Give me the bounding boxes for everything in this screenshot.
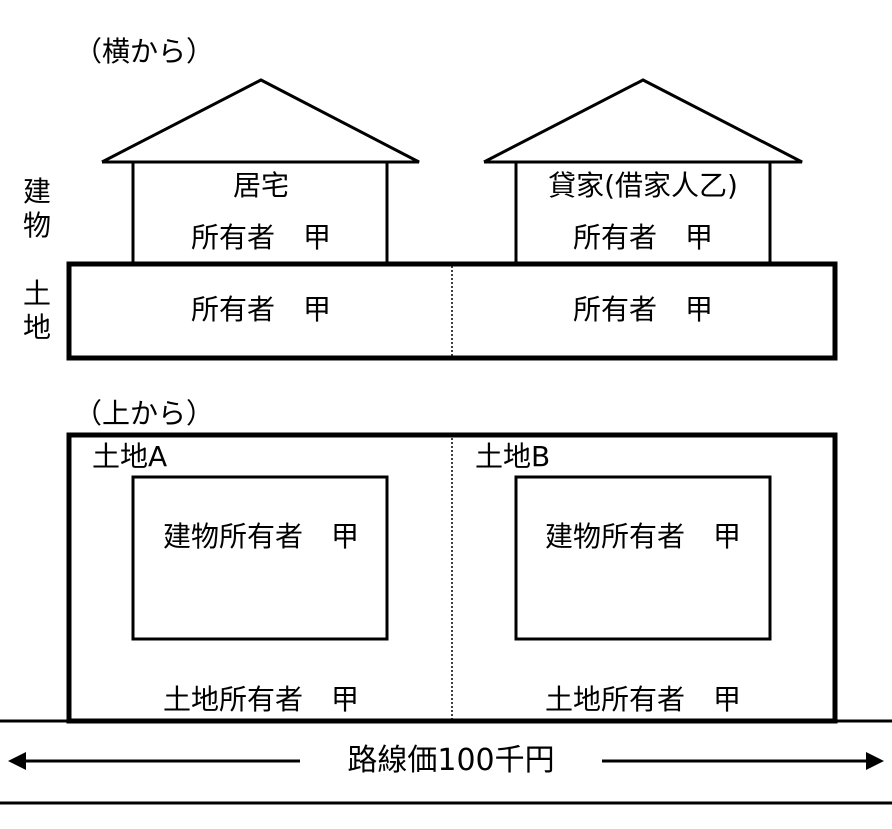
land-row-label: 土地 — [22, 277, 51, 344]
lot-b-land-owner: 土地所有者 甲 — [544, 683, 742, 716]
road-arrow-left-head — [8, 752, 26, 770]
house-left-name: 居宅 — [232, 169, 290, 202]
building-row-label: 建物 — [22, 175, 51, 242]
land-right-owner: 所有者 甲 — [572, 293, 714, 326]
house-right-owner: 所有者 甲 — [572, 221, 714, 254]
building-a-owner: 建物所有者 甲 — [162, 520, 360, 553]
top-view-heading: （上から） — [74, 397, 215, 430]
road-arrow-right-head — [866, 752, 884, 770]
lot-b-label: 土地B — [475, 440, 551, 473]
building-b-owner: 建物所有者 甲 — [544, 520, 742, 553]
building-a-footprint — [131, 475, 389, 641]
land-left-owner: 所有者 甲 — [190, 293, 332, 326]
side-view-heading: （横から） — [74, 35, 215, 68]
house-left-owner: 所有者 甲 — [190, 221, 332, 254]
house-right-roof — [483, 78, 803, 164]
lot-a-land-owner: 土地所有者 甲 — [162, 683, 360, 716]
road-price-label: 路線価100千円 — [347, 743, 555, 778]
house-left-roof — [101, 78, 420, 164]
building-b-footprint — [514, 475, 772, 641]
side-land-strip — [66, 261, 838, 361]
house-right-name: 貸家(借家人乙) — [548, 169, 738, 202]
lot-a-label: 土地A — [92, 440, 168, 473]
